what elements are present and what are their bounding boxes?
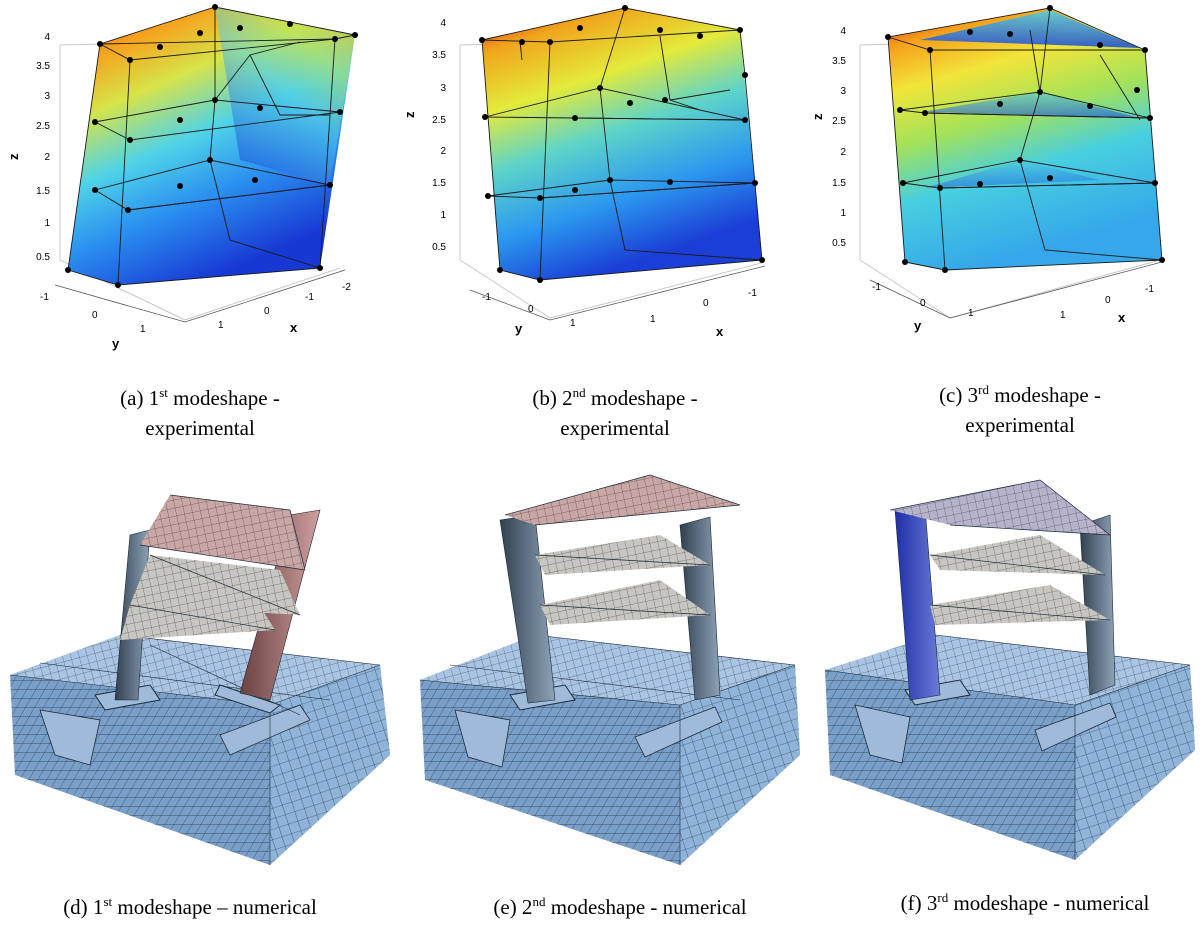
svg-text:4: 4	[44, 32, 50, 43]
svg-text:0: 0	[264, 306, 270, 317]
svg-text:0.5: 0.5	[432, 242, 446, 253]
svg-text:0.5: 0.5	[832, 238, 846, 249]
caption-b: (b) 2nd modeshape - experimental	[532, 385, 698, 440]
svg-text:x: x	[1118, 310, 1126, 325]
svg-text:0.5: 0.5	[36, 252, 50, 263]
svg-text:1.5: 1.5	[832, 178, 846, 189]
svg-text:3: 3	[44, 91, 50, 102]
svg-text:-1: -1	[748, 288, 757, 299]
svg-text:1: 1	[218, 320, 224, 331]
svg-text:2.5: 2.5	[832, 116, 846, 127]
caption-f: (f) 3rd modeshape - numerical	[900, 890, 1150, 915]
svg-text:3: 3	[840, 86, 846, 97]
svg-text:0: 0	[1105, 295, 1111, 306]
svg-text:3.5: 3.5	[432, 50, 446, 61]
svg-text:-1: -1	[872, 282, 881, 293]
svg-text:1: 1	[570, 318, 576, 329]
svg-text:y: y	[515, 321, 523, 336]
svg-text:1: 1	[44, 218, 50, 229]
deformed-structure	[885, 5, 1165, 273]
svg-text:z: z	[402, 111, 417, 118]
svg-text:2: 2	[440, 146, 446, 157]
svg-text:1: 1	[140, 324, 146, 335]
svg-text:1: 1	[840, 208, 846, 219]
svg-text:4: 4	[840, 26, 846, 37]
plot-c: 4 3.5 3 2.5 2 1.5 1 0.5 z	[810, 5, 1165, 333]
svg-text:y: y	[914, 318, 922, 333]
y-axis: -1 0 1 y	[482, 292, 576, 336]
panel-b-experimental-modeshape-2: 4 3.5 3 2.5 2 1.5 1 0.5 z	[400, 0, 800, 350]
svg-text:1: 1	[440, 210, 446, 221]
svg-text:4: 4	[440, 18, 446, 29]
plot-b: 4 3.5 3 2.5 2 1.5 1 0.5 z	[402, 5, 766, 339]
svg-text:3.5: 3.5	[36, 61, 50, 72]
svg-text:0: 0	[920, 298, 926, 309]
y-axis: -1 0 1 y	[872, 282, 974, 333]
svg-text:0: 0	[528, 304, 534, 315]
panel-e-numerical-modeshape-2	[410, 455, 810, 885]
svg-text:-1: -1	[40, 292, 49, 303]
z-axis: 4 3.5 3 2.5 2 1.5 1 0.5 z	[6, 32, 50, 263]
plot-a: 4 3.5 3 2.5 2 1.5 1 0.5 z	[6, 4, 358, 351]
svg-text:1.5: 1.5	[432, 178, 446, 189]
y-axis: -1 0 1 y	[40, 292, 146, 351]
x-axis: 1 0 -1 x	[650, 288, 757, 339]
svg-text:2.5: 2.5	[432, 115, 446, 126]
svg-text:x: x	[290, 320, 298, 335]
caption-d: (d) 1st modeshape – numerical	[63, 894, 317, 919]
svg-text:3: 3	[440, 83, 446, 94]
caption-e: (e) 2nd modeshape - numerical	[493, 894, 747, 919]
x-axis: 1 0 -1 -2 x	[218, 282, 351, 335]
svg-text:3.5: 3.5	[832, 56, 846, 67]
panel-d-numerical-modeshape-1	[0, 455, 400, 885]
panel-a-experimental-modeshape-1: 4 3.5 3 2.5 2 1.5 1 0.5 z	[0, 0, 400, 351]
svg-text:z: z	[810, 113, 825, 120]
fe-model-f	[824, 479, 1195, 860]
caption-c: (c) 3rd modeshape - experimental	[939, 382, 1101, 437]
svg-text:2: 2	[840, 147, 846, 158]
svg-text:-1: -1	[1145, 284, 1154, 295]
z-axis: 4 3.5 3 2.5 2 1.5 1 0.5 z	[810, 26, 846, 249]
svg-text:1: 1	[968, 308, 974, 319]
svg-text:-1: -1	[482, 292, 491, 303]
svg-text:y: y	[112, 336, 120, 351]
svg-text:z: z	[6, 153, 21, 160]
svg-text:-2: -2	[342, 282, 351, 293]
deformed-structure	[65, 4, 358, 288]
svg-text:1: 1	[650, 314, 656, 325]
fe-model-d	[9, 494, 390, 865]
panel-c-experimental-modeshape-3: 4 3.5 3 2.5 2 1.5 1 0.5 z	[800, 0, 1200, 350]
deformed-structure	[479, 5, 765, 283]
svg-text:0: 0	[92, 310, 98, 321]
panel-f-numerical-modeshape-3	[810, 455, 1200, 885]
svg-text:-1: -1	[305, 292, 314, 303]
z-axis: 4 3.5 3 2.5 2 1.5 1 0.5 z	[402, 18, 446, 253]
caption-a: (a) 1st modeshape - experimental	[120, 385, 280, 440]
x-axis: 1 0 -1 x	[1060, 284, 1154, 325]
svg-text:0: 0	[703, 298, 709, 309]
svg-text:2.5: 2.5	[36, 121, 50, 132]
svg-text:2: 2	[44, 152, 50, 163]
svg-text:x: x	[716, 324, 724, 339]
svg-text:1.5: 1.5	[36, 186, 50, 197]
fe-model-e	[419, 474, 800, 865]
svg-text:1: 1	[1060, 310, 1066, 321]
